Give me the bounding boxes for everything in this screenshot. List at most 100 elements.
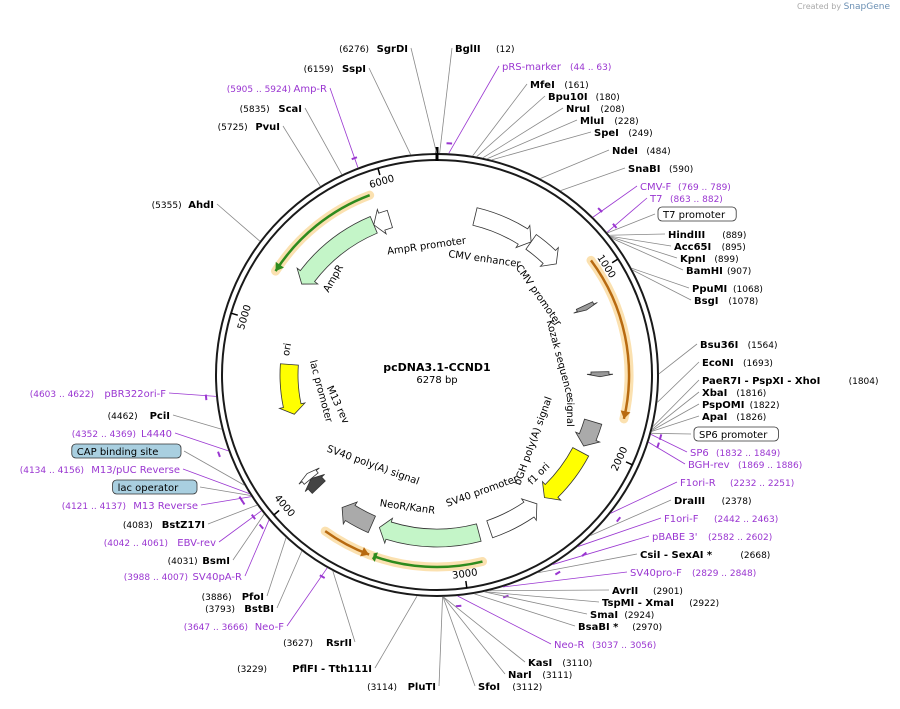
feature-sv40-promoter[interactable] — [487, 499, 537, 538]
enzyme-label-bsgi[interactable]: BsgI(1078) — [694, 296, 758, 307]
site-name-pcii: PciI — [150, 411, 170, 422]
enzyme-label-kpni[interactable]: KpnI(899) — [680, 254, 739, 265]
site-line-ebv-rev — [219, 511, 261, 542]
enzyme-label-bsabi[interactable]: BsaBI *(2970) — [578, 622, 662, 633]
feature-signal[interactable] — [587, 372, 613, 377]
enzyme-label-mfei[interactable]: MfeI(161) — [530, 80, 589, 91]
enzyme-label-sfoi[interactable]: SfoI(3112) — [478, 682, 542, 693]
site-line-sp6-promoter — [651, 433, 691, 434]
primer-label-f1ori-f[interactable]: F1ori-F(2442 .. 2463) — [664, 514, 778, 525]
enzyme-label-smai[interactable]: SmaI(2924) — [590, 610, 654, 621]
enzyme-label-rsrii[interactable]: RsrII(3627) — [283, 638, 352, 649]
enzyme-label-paer7i-pspxi-xhoi[interactable]: PaeR7I - PspXI - XhoI(1804) — [702, 376, 879, 387]
site-line-avrii — [489, 590, 609, 591]
enzyme-label-bglii[interactable]: BglII(12) — [455, 44, 514, 55]
enzyme-label-hindiii[interactable]: HindIII(889) — [668, 230, 746, 241]
feature-kozak-sequence[interactable] — [574, 302, 598, 313]
feature-ampr-promoter[interactable] — [374, 209, 393, 233]
site-coord-pcii: (4462) — [108, 412, 138, 422]
primer-label-amp-r[interactable]: Amp-R(5905 .. 5924) — [227, 84, 327, 95]
primer-mark-sv40pa-r — [260, 524, 264, 528]
enzyme-label-pflfi-tth111i[interactable]: PflFI - Tth111I(3229) — [237, 664, 372, 675]
enzyme-label-pspomi[interactable]: PspOMI(1822) — [702, 400, 780, 411]
enzyme-label-bamhi[interactable]: BamHI(907) — [686, 266, 751, 277]
primer-label-neo-r[interactable]: Neo-R(3037 .. 3056) — [554, 640, 656, 651]
feature-sv40-poly-a-signal[interactable] — [342, 502, 375, 533]
primer-label-cmv-f[interactable]: CMV-F(769 .. 789) — [640, 182, 731, 193]
enzyme-label-snabi[interactable]: SnaBI(590) — [628, 164, 693, 175]
enzyme-label-sgrdi[interactable]: SgrDI(6276) — [339, 44, 408, 55]
site-coord-nrui: (208) — [600, 105, 624, 115]
site-name-sp6: SP6 — [690, 448, 709, 459]
enzyme-label-spei[interactable]: SpeI(249) — [594, 128, 653, 139]
primer-mark-neo-r — [456, 606, 462, 607]
site-line-pflfi-tth111i — [375, 596, 417, 668]
primer-label-m13-puc-reverse[interactable]: M13/pUC Reverse(4134 .. 4156) — [20, 465, 180, 476]
enzyme-label-pluti[interactable]: PluTI(3114) — [367, 682, 436, 693]
site-coord-bpu10i: (180) — [596, 93, 620, 103]
primer-label-prs-marker[interactable]: pRS-marker(44 .. 63) — [502, 62, 611, 73]
enzyme-label-nari[interactable]: NarI(3111) — [508, 670, 572, 681]
primer-label-pbr322ori-f[interactable]: pBR322ori-F(4603 .. 4622) — [30, 389, 167, 400]
site-line-ppumi — [632, 268, 689, 288]
enzyme-label-econi[interactable]: EcoNI(1693) — [702, 358, 773, 369]
feature-cmv-enhancer[interactable] — [473, 208, 531, 248]
primer-label-t7[interactable]: T7(863 .. 882) — [649, 194, 723, 205]
enzyme-label-ahdi[interactable]: AhdI(5355) — [152, 200, 214, 211]
primer-label-neo-f[interactable]: Neo-F(3647 .. 3666) — [184, 622, 285, 633]
site-name-bsmi: BsmI — [202, 556, 230, 567]
site-coord-pflfi-tth111i: (3229) — [237, 665, 267, 675]
site-line-bsmi — [233, 514, 264, 560]
site-name-l4440: L4440 — [141, 429, 172, 440]
site-coord-ebv-rev: (4042 .. 4061) — [104, 539, 168, 549]
site-coord-draiii: (2378) — [722, 497, 752, 507]
site-coord-t7: (863 .. 882) — [670, 195, 723, 205]
site-line-pluti — [439, 597, 443, 686]
enzyme-label-ndei[interactable]: NdeI(484) — [612, 146, 671, 157]
primer-label-bgh-rev[interactable]: BGH-rev(1869 .. 1886) — [688, 460, 802, 471]
enzyme-label-scai[interactable]: ScaI(5835) — [240, 104, 302, 115]
primer-label-sp6[interactable]: SP6(1832 .. 1849) — [690, 448, 780, 459]
enzyme-label-pvui[interactable]: PvuI(5725) — [218, 122, 280, 133]
enzyme-label-mlui[interactable]: MluI(228) — [580, 116, 639, 127]
site-name-sv40pro-f: SV40pro-F — [630, 568, 682, 579]
enzyme-label-xbai[interactable]: XbaI(1816) — [702, 388, 766, 399]
enzyme-label-apai[interactable]: ApaI(1826) — [702, 412, 766, 423]
enzyme-label-acc65i[interactable]: Acc65I(895) — [674, 242, 746, 253]
enzyme-label-pcii[interactable]: PciI (4462) — [108, 411, 170, 422]
enzyme-label-nrui[interactable]: NruI(208) — [566, 104, 625, 115]
primer-label-l4440[interactable]: L4440(4352 .. 4369) — [72, 429, 172, 440]
primer-label-ebv-rev[interactable]: EBV-rev(4042 .. 4061) — [104, 538, 216, 549]
enzyme-label-csii-sexai[interactable]: CsiI - SexAI *(2668) — [640, 550, 770, 561]
site-name-cmv-f: CMV-F — [640, 182, 671, 193]
primer-label-pbabe-3[interactable]: pBABE 3'(2582 .. 2602) — [652, 532, 772, 543]
enzyme-label-avrii[interactable]: AvrII(2901) — [612, 586, 683, 597]
site-name-ahdi: AhdI — [188, 200, 214, 211]
enzyme-label-bpu10i[interactable]: Bpu10I(180) — [548, 92, 620, 103]
enzyme-label-sspi[interactable]: SspI(6159) — [304, 64, 366, 75]
enzyme-label-bsu36i[interactable]: Bsu36I(1564) — [700, 340, 778, 351]
feature-bgh-poly-a-signal[interactable] — [576, 419, 602, 446]
site-coord-sv40pro-f: (2829 .. 2848) — [692, 569, 756, 579]
primer-label-sv40pro-f[interactable]: SV40pro-F (2829 .. 2848) — [630, 568, 756, 579]
enzyme-label-bstz17i[interactable]: BstZ17I(4083) — [123, 520, 205, 531]
label-sv40-poly-a-signal: SV40 poly(A) signal — [325, 444, 421, 488]
enzyme-label-draiii[interactable]: DraIII(2378) — [674, 496, 752, 507]
enzyme-label-bsmi[interactable]: BsmI(4031) — [168, 556, 230, 567]
enzyme-label-tspmi-xmai[interactable]: TspMI - XmaI(2922) — [602, 598, 719, 609]
primer-label-sv40pa-r[interactable]: SV40pA-R(3988 .. 4007) — [124, 572, 242, 583]
feature-f1-ori[interactable] — [542, 448, 588, 501]
feature-label-sp6-promoter: SP6 promoter — [699, 430, 768, 441]
primer-label-m13-reverse[interactable]: M13 Reverse(4121 .. 4137) — [62, 501, 198, 512]
enzyme-label-kasi[interactable]: KasI(3110) — [528, 658, 592, 669]
enzyme-label-ppumi[interactable]: PpuMI(1068) — [692, 284, 763, 295]
site-line-bsgi — [633, 270, 691, 300]
site-name-avrii: AvrII — [612, 586, 638, 597]
enzyme-label-bstbi[interactable]: BstBI(3793) — [205, 604, 274, 615]
site-name-econi: EcoNI — [702, 358, 734, 369]
feature-neor-kanr[interactable] — [379, 518, 481, 547]
primer-label-f1ori-r[interactable]: F1ori-R(2232 .. 2251) — [680, 478, 794, 489]
enzyme-label-pfoi[interactable]: PfoI(3886) — [202, 592, 264, 603]
snapgene-watermark: Created by SnapGene — [797, 2, 890, 12]
feature-ori[interactable] — [279, 364, 304, 415]
